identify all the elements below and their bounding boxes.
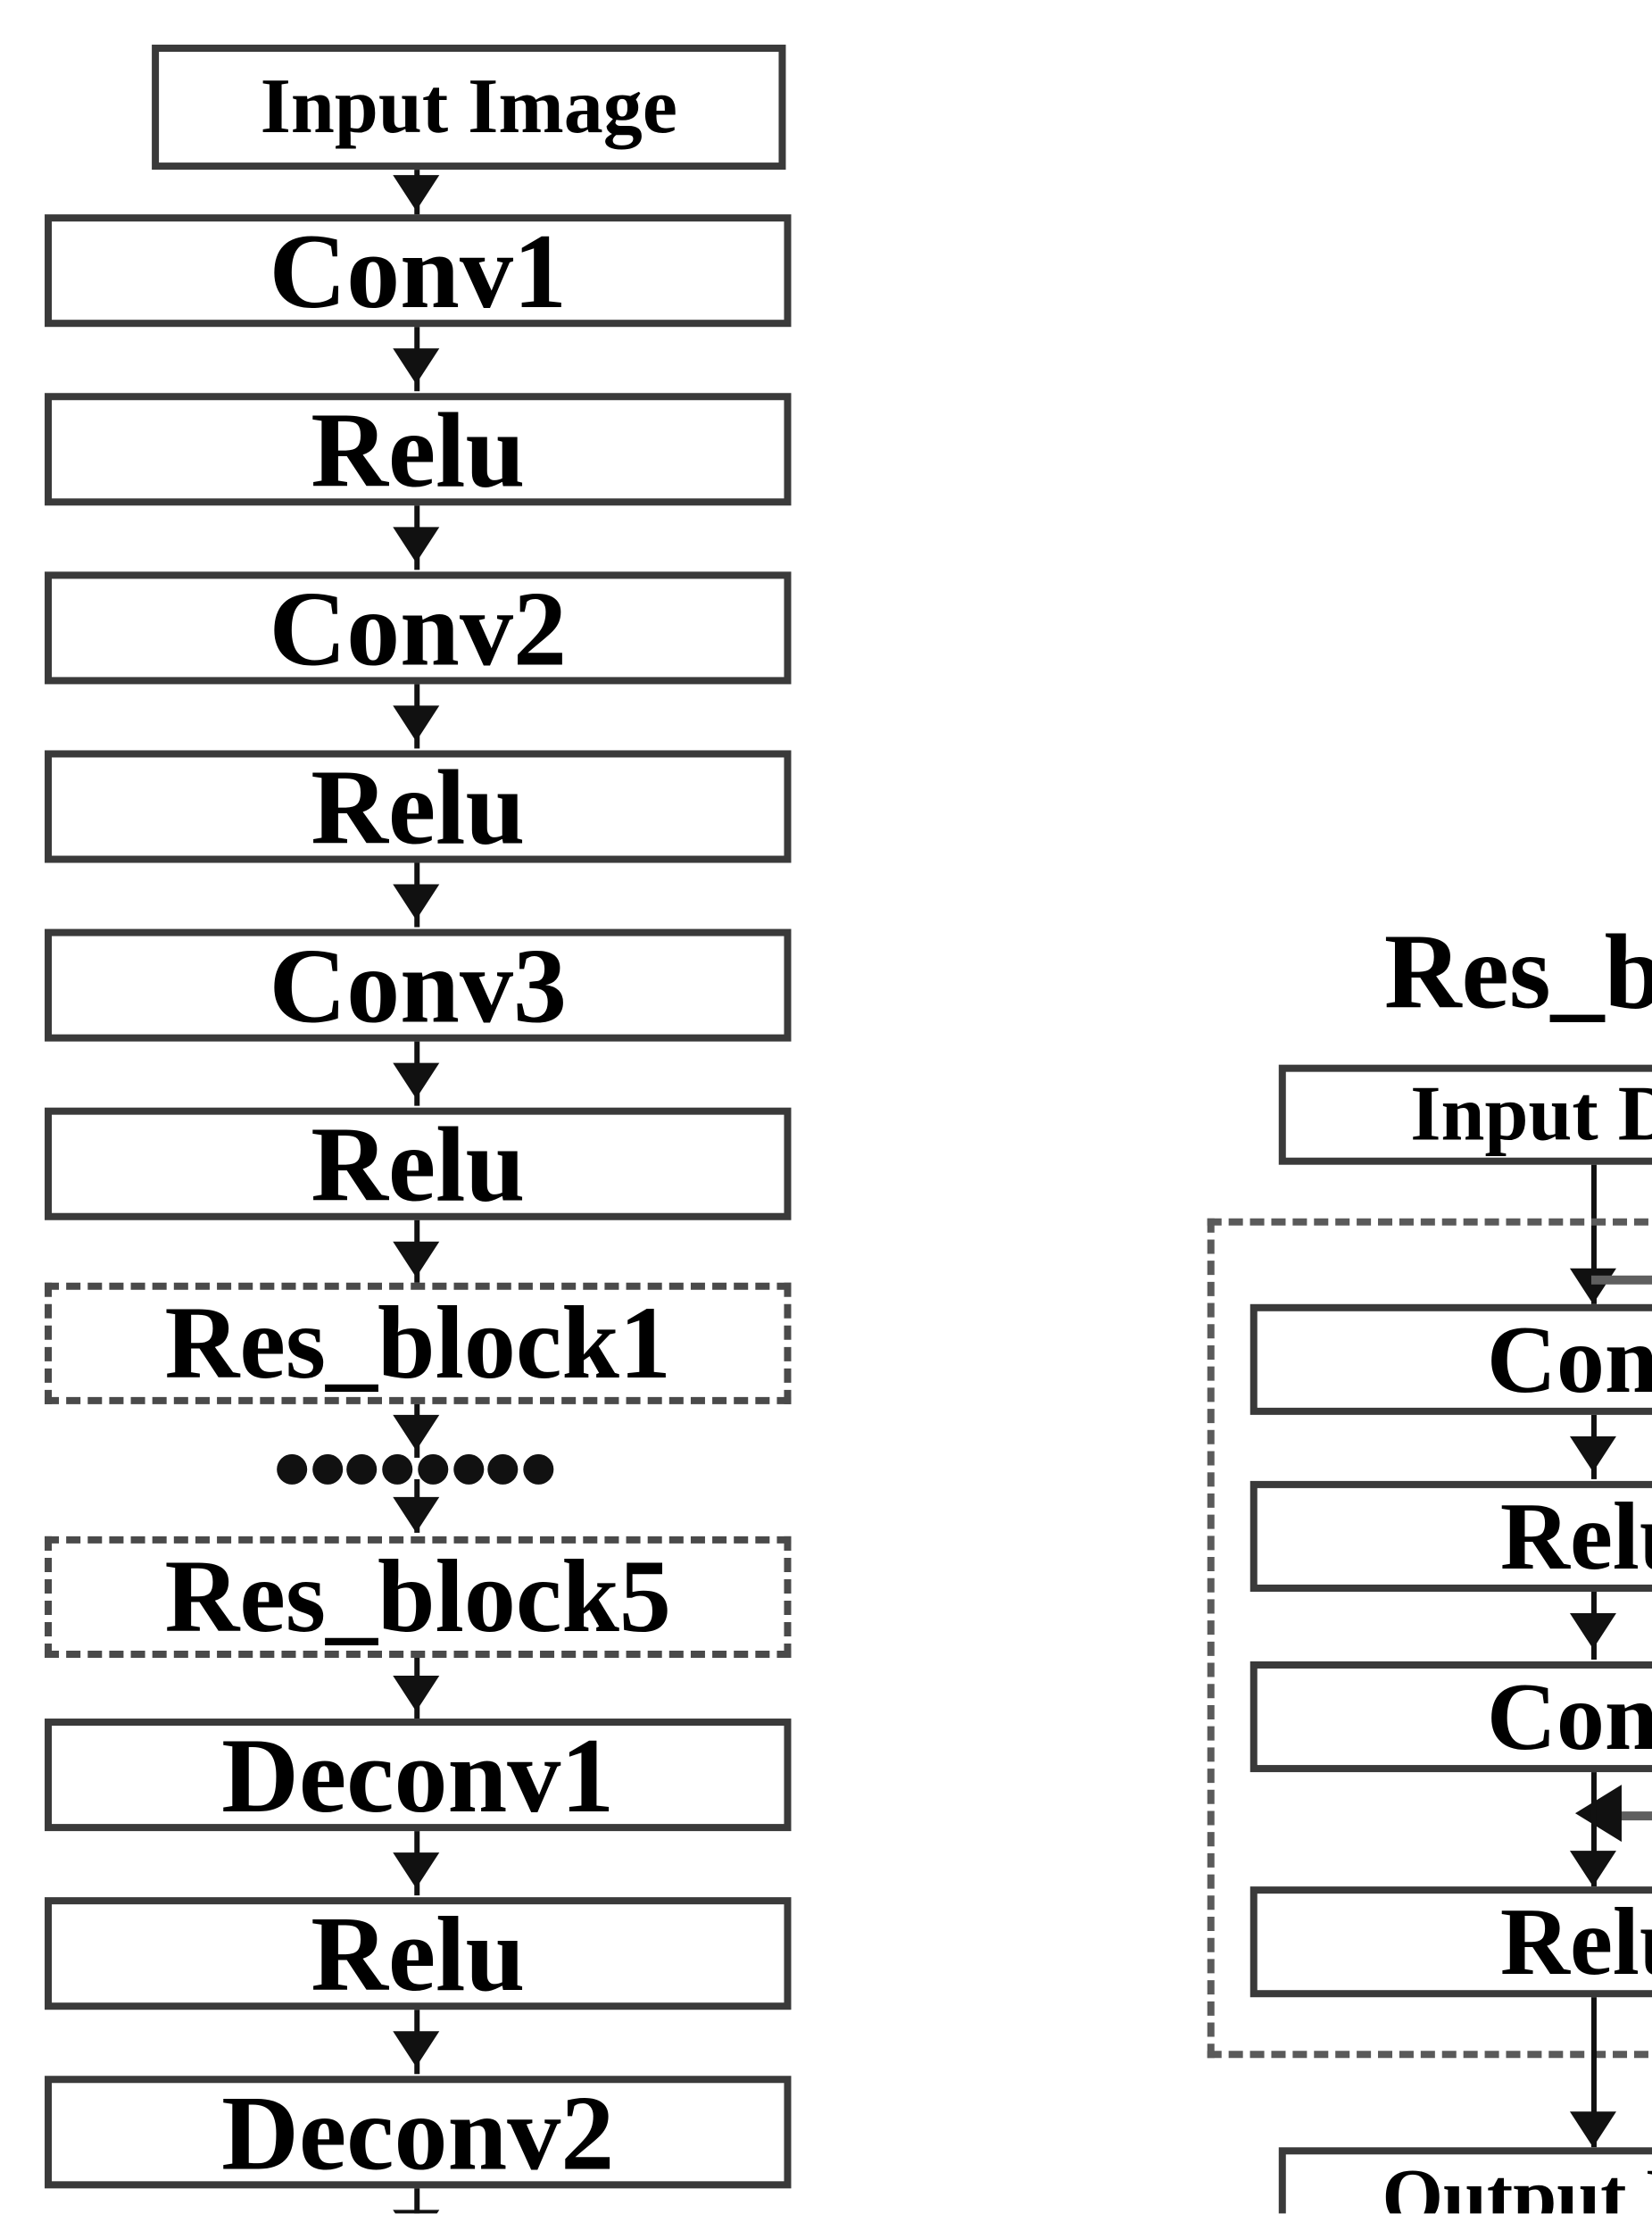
ellipsis-dot xyxy=(523,1452,554,1484)
node-label: Relu xyxy=(1499,1482,1652,1590)
node-input-data: Input Data xyxy=(1278,1064,1652,1165)
node-res-relu-2: Relu xyxy=(1249,1886,1652,1998)
res-block-title: Res_block xyxy=(1383,912,1652,1031)
arrow-down-icon xyxy=(393,705,440,742)
arrow-down-icon xyxy=(393,2031,440,2068)
arrow-down-icon xyxy=(393,1496,440,1533)
ellipsis-dots xyxy=(277,1451,554,1486)
arrow-left-icon xyxy=(1574,1785,1622,1843)
connector-deconv2-to-relu5 xyxy=(414,2188,420,2214)
arrow-down-icon xyxy=(393,884,440,920)
node-label: Conv xyxy=(1486,1305,1652,1413)
node-deconv1: Deconv1 xyxy=(45,1716,792,1835)
arrow-down-icon xyxy=(393,1852,440,1889)
node-conv3: Conv3 xyxy=(45,926,792,1045)
arrow-down-icon xyxy=(393,2210,440,2214)
node-label: Input Data xyxy=(1410,1070,1652,1158)
node-res-block-5: Res_block5 xyxy=(45,1536,792,1659)
node-label: Relu xyxy=(311,1894,526,2013)
node-label: Res_block5 xyxy=(164,1537,671,1655)
arrow-down-icon xyxy=(393,1676,440,1712)
ellipsis-dot xyxy=(417,1452,448,1484)
ellipsis-dot xyxy=(347,1452,378,1484)
ellipsis-dot xyxy=(277,1452,308,1484)
node-label: Relu xyxy=(311,1104,526,1223)
node-label: Conv1 xyxy=(269,212,568,330)
connector-resrelu2-to-outputdata xyxy=(1590,1997,1597,2148)
node-label: Relu xyxy=(311,390,526,509)
node-conv2: Conv2 xyxy=(45,569,792,687)
node-res-conv-2: Conv xyxy=(1249,1661,1652,1773)
node-relu-1: Relu xyxy=(45,390,792,509)
node-res-conv-1: Conv xyxy=(1249,1303,1652,1415)
node-label: Conv xyxy=(1486,1663,1652,1771)
node-relu-2: Relu xyxy=(45,747,792,866)
group-residual-block xyxy=(1207,1218,1652,2059)
arrow-down-icon xyxy=(393,348,440,385)
node-deconv2: Deconv2 xyxy=(45,2073,792,2192)
node-relu-4: Relu xyxy=(45,1894,792,2013)
node-res-block-1: Res_block1 xyxy=(45,1282,792,1404)
node-label: Deconv2 xyxy=(221,2073,615,2192)
connector-inputdata-to-conv xyxy=(1590,1164,1597,1311)
arrow-down-icon xyxy=(1569,1612,1616,1649)
arrow-down-icon xyxy=(393,1414,440,1451)
node-label: Conv2 xyxy=(269,569,568,687)
arrow-down-icon xyxy=(1569,1436,1616,1472)
node-output-data: Output Data xyxy=(1278,2147,1652,2214)
node-input-image: Input Image xyxy=(152,45,786,171)
skip-connection-top xyxy=(1590,1275,1652,1285)
ellipsis-dot xyxy=(452,1452,484,1484)
node-res-relu-1: Relu xyxy=(1249,1480,1652,1592)
node-label: Relu xyxy=(311,747,526,866)
skip-connection-bottom xyxy=(1615,1811,1652,1821)
arrow-down-icon xyxy=(393,1241,440,1278)
node-label: Deconv1 xyxy=(221,1716,615,1835)
ellipsis-dot xyxy=(311,1452,343,1484)
arrow-down-icon xyxy=(393,527,440,563)
node-label: Relu xyxy=(1499,1888,1652,1996)
arrow-down-icon xyxy=(1569,2111,1616,2148)
arrow-down-icon xyxy=(1569,1268,1616,1304)
node-conv1: Conv1 xyxy=(45,212,792,330)
node-label: Input Image xyxy=(260,62,677,151)
arrow-down-icon xyxy=(1569,1851,1616,1887)
connector-resconv2-to-merge xyxy=(1590,1772,1597,1891)
arrow-down-icon xyxy=(393,175,440,212)
node-label: Output Data xyxy=(1382,2152,1652,2214)
arrow-down-icon xyxy=(393,1062,440,1099)
node-label: Conv3 xyxy=(269,926,568,1045)
ellipsis-dot xyxy=(382,1452,413,1484)
node-label: Res_block1 xyxy=(164,1284,671,1401)
node-relu-3: Relu xyxy=(45,1104,792,1223)
ellipsis-dot xyxy=(487,1452,519,1484)
